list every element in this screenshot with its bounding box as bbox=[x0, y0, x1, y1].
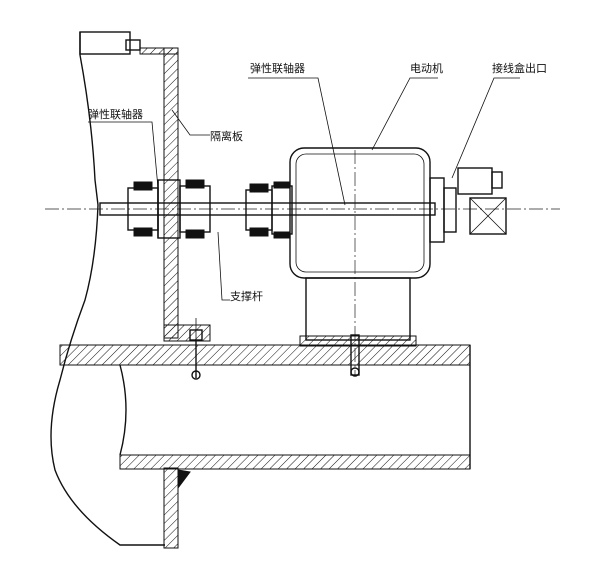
label-coupling-top: 弹性联轴器 bbox=[250, 61, 305, 75]
shaft bbox=[45, 202, 560, 216]
label-junction-box: 接线盒出口 bbox=[492, 61, 547, 75]
label-wall: 隔离板 bbox=[210, 129, 243, 143]
label-motor: 电动机 bbox=[410, 61, 443, 75]
leader-lines bbox=[88, 77, 520, 301]
flexible-coupling bbox=[245, 181, 293, 239]
label-seal-coupling: 弹性联轴器 bbox=[88, 107, 143, 121]
junction-box bbox=[457, 167, 507, 235]
wall-coupling bbox=[127, 179, 211, 239]
main-pipe bbox=[59, 340, 471, 470]
left-housing bbox=[50, 31, 165, 546]
wall-bracket bbox=[163, 318, 211, 348]
label-support: 支撑杆 bbox=[230, 289, 263, 303]
isolation-wall bbox=[139, 47, 191, 549]
